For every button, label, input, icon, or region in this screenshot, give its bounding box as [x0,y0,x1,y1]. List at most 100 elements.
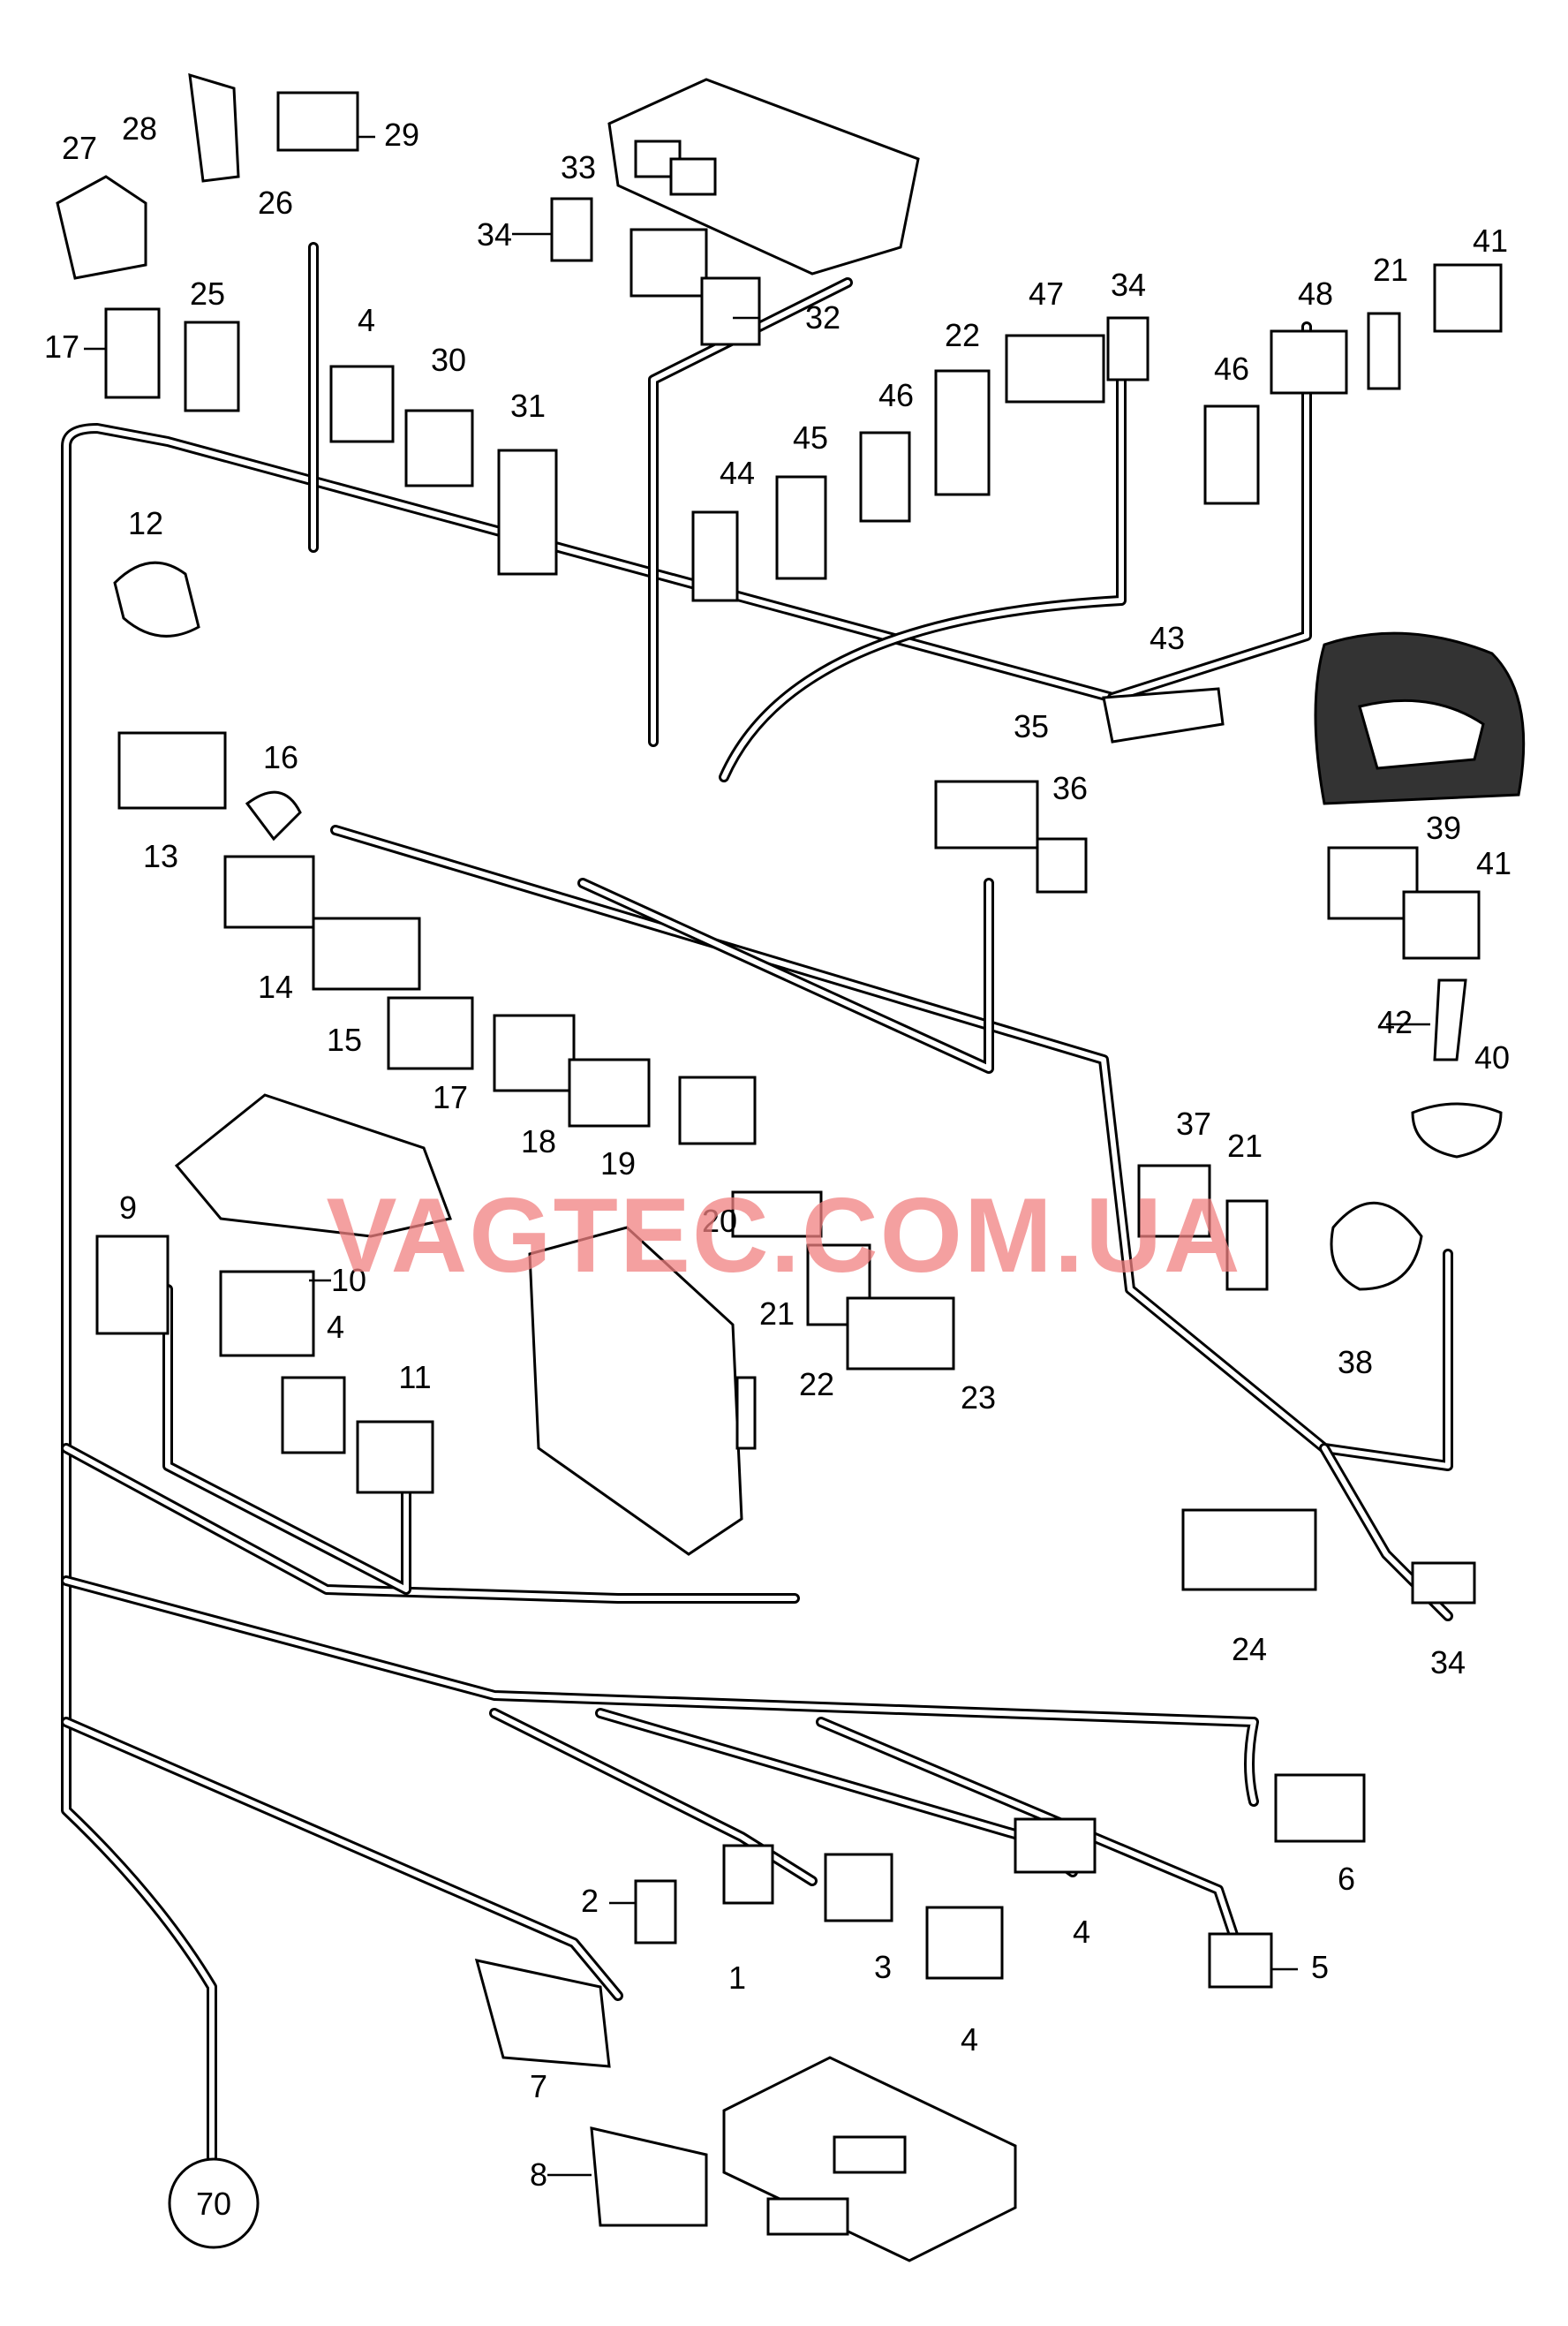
callout-4-c: 4 [327,1309,344,1345]
connector-4a [1014,1817,1097,1874]
callout-4-a: 4 [1073,1914,1090,1950]
connector-17b [387,996,474,1070]
callout-14: 14 [258,969,293,1005]
callout-34-c: 34 [1430,1644,1466,1680]
connector-48 [1270,329,1348,395]
connector-30 [404,409,474,487]
callout-46-b: 46 [1214,351,1249,387]
connector-4c [281,1376,346,1454]
callout-19: 19 [600,1145,636,1182]
callout-44: 44 [720,455,755,491]
callout-30: 30 [431,342,466,378]
control-unit-top [607,78,920,276]
callout-8: 8 [530,2156,547,2193]
bracket-fusebox [174,1093,453,1238]
callout-1: 1 [728,1960,746,1996]
callout-4-d: 4 [358,302,375,338]
grommet-7 [474,1959,611,2068]
grommet-40 [1411,1102,1503,1159]
connector-39 [1327,846,1419,920]
callout-7: 7 [530,2068,547,2104]
control-unit-middle [528,1226,757,1556]
connector-36 [1036,837,1088,894]
callout-31: 31 [510,388,546,424]
callout-15: 15 [327,1022,362,1058]
callout-17-b: 17 [433,1079,468,1115]
callout-37: 37 [1176,1106,1211,1142]
callout-22-a: 22 [799,1366,834,1402]
callout-9: 9 [119,1189,137,1226]
connector-14 [223,855,315,929]
connector-34a [550,197,593,262]
callout-23: 23 [961,1379,996,1416]
callout-39: 39 [1426,810,1461,846]
callout-21-a: 21 [759,1295,795,1332]
connector-22b [934,369,991,496]
callout-34-a: 34 [477,216,512,253]
connector-18 [493,1014,576,1092]
parts [56,72,1526,2262]
connector-35 [934,780,1039,850]
callout-24: 24 [1232,1631,1267,1667]
connector-25 [184,321,240,412]
connector-15 [312,917,421,991]
callout-34-b: 34 [1111,267,1146,303]
callout-22-b: 22 [945,317,980,353]
watermark: VAGTEC.COM.UA [326,1176,1241,1295]
connector-13 [117,731,227,810]
callout-labels: 1 2 3 4 4 4 4 5 6 7 8 9 10 11 12 13 14 1… [44,110,1511,2193]
callout-26: 26 [258,185,293,221]
callout-5: 5 [1311,1949,1329,1985]
callout-16: 16 [263,739,298,775]
lamp-housing [1314,631,1526,805]
connector-34c [1411,1561,1476,1605]
callout-3: 3 [874,1949,892,1985]
callout-27: 27 [62,130,97,166]
reference-circle: 70 [168,2157,260,2249]
connector-46a [859,431,911,523]
leader-lines [84,135,1430,2177]
callout-48: 48 [1298,276,1333,312]
callout-41-a: 41 [1473,223,1508,259]
connector-34b [1106,316,1150,381]
connector-20 [678,1076,757,1145]
connector-37 [1137,1164,1211,1238]
callout-10: 10 [331,1262,366,1298]
callout-18: 18 [521,1123,556,1159]
callout-17-a: 17 [44,329,79,365]
callout-38: 38 [1338,1344,1373,1380]
callout-20: 20 [702,1203,737,1239]
connector-27-28 [56,175,147,280]
callout-35: 35 [1014,708,1049,744]
connector-5 [1208,1932,1273,1989]
connector-21b [1367,312,1401,390]
connector-29 [276,91,359,152]
callout-33: 33 [561,149,596,185]
callout-41-b: 41 [1476,845,1511,881]
harness-trunk [61,242,1453,2178]
clip-16 [245,790,302,842]
control-unit-bottom [722,2056,1017,2262]
connector-8 [590,2126,708,2227]
callout-25: 25 [190,276,225,312]
connector-41a [1433,263,1503,333]
connector-46b [1203,404,1260,505]
connector-2 [634,1879,677,1945]
callout-12: 12 [128,505,163,541]
callout-28: 28 [122,110,157,147]
connector-3 [824,1853,893,1922]
callout-29: 29 [384,117,419,153]
callout-47: 47 [1029,276,1064,312]
callout-13: 13 [143,838,178,874]
connector-11 [356,1420,434,1494]
connector-44 [691,510,739,602]
connector-45 [775,475,827,580]
connector-23 [846,1296,955,1371]
connector-10 [219,1270,315,1357]
callout-36: 36 [1052,770,1088,806]
sensor-38 [1330,1202,1423,1291]
connector-32 [700,276,761,346]
callout-46-a: 46 [878,377,914,413]
callout-11: 11 [398,1359,431,1395]
connector-21a [731,1190,823,1238]
